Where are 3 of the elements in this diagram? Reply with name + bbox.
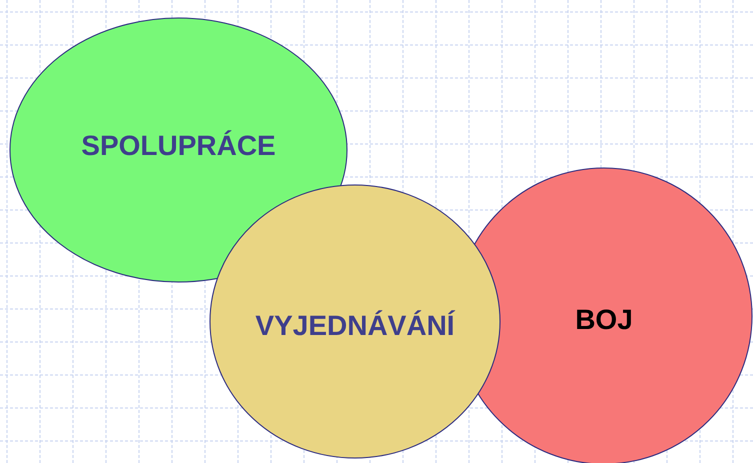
node-label: VYJEDNÁVÁNÍ xyxy=(255,310,455,342)
node-label: BOJ xyxy=(575,304,633,336)
node-label: SPOLUPRÁCE xyxy=(81,130,276,162)
